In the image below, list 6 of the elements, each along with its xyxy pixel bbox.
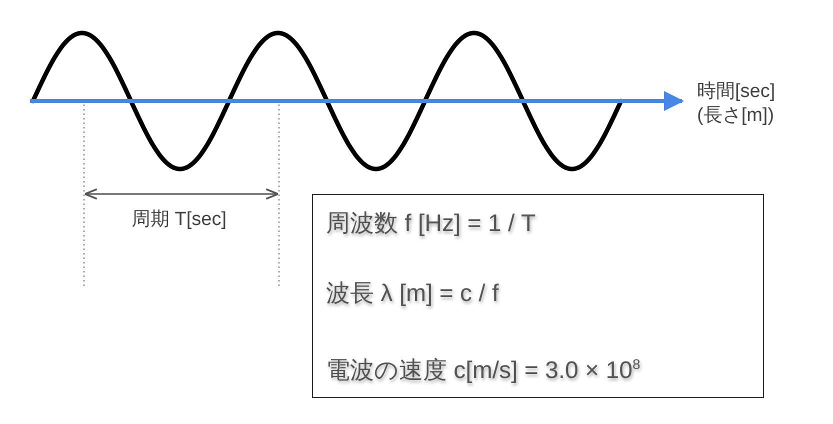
period-label: 周期 T[sec] (130, 208, 228, 232)
formula-box (312, 194, 764, 398)
formula-text: 波長 λ [m] = c / f (326, 279, 499, 309)
formula-text: 周波数 f [Hz] = 1 / T (326, 209, 536, 239)
formula-text: 電波の速度 c[m/s] = 3.0 × 10$^{8}$ (326, 355, 640, 386)
axis-label: 時間[sec] (長さ[m]) (697, 80, 776, 128)
